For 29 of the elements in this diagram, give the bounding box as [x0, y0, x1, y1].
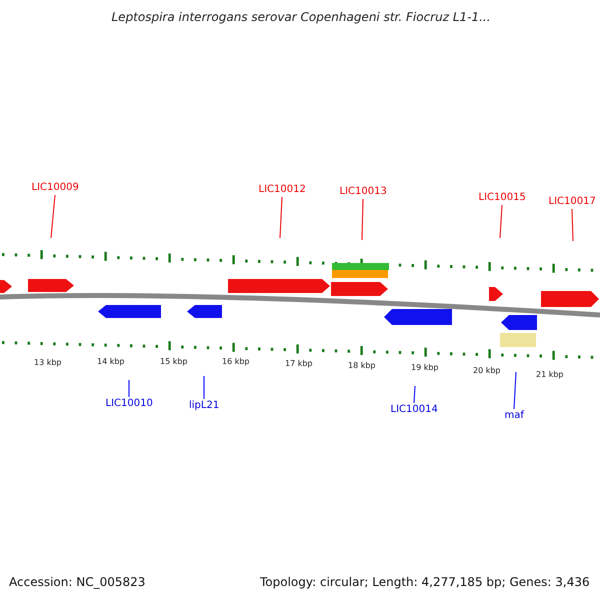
scale-label: 21 kbp: [536, 369, 564, 381]
scale-label: 18 kbp: [348, 360, 376, 372]
leader-line: [50, 194, 56, 238]
gene-label: LIC10010: [106, 397, 153, 411]
gene-label: LIC10015: [478, 191, 526, 205]
leader-line: [128, 380, 130, 398]
gene-label: LIC10009: [32, 181, 79, 195]
scale-label: 19 kbp: [411, 362, 439, 374]
gene-label: LIC10017: [548, 195, 596, 209]
scale-label: 13 kbp: [34, 357, 62, 369]
gene-label: LIC10013: [340, 185, 387, 199]
leader-line: [280, 196, 282, 238]
genome-summary-text: Topology: circular; Length: 4,277,185 bp; Genes: 3,436: [260, 575, 590, 589]
scale-label: 14 kbp: [97, 356, 125, 368]
diagram-title: Leptospira interrogans serovar Copenhageni str. Fiocruz L1-1...: [112, 10, 491, 24]
scale-label: 17 kbp: [285, 358, 313, 370]
scale-label: 20 kbp: [473, 365, 501, 377]
leader-line: [572, 208, 574, 242]
gene-label: maf: [504, 409, 524, 423]
scale-label: 15 kbp: [160, 356, 188, 368]
scale-label: 16 kbp: [222, 356, 250, 368]
leader-line: [414, 386, 416, 404]
gene-label: LIC10012: [258, 183, 306, 197]
accession-text: Accession: NC_005823: [9, 575, 146, 589]
leader-line: [500, 204, 502, 238]
gene-label: LIC10014: [390, 403, 438, 417]
leader-line: [514, 372, 516, 410]
gene-label: lipL21: [189, 399, 220, 413]
leader-line: [362, 198, 364, 240]
